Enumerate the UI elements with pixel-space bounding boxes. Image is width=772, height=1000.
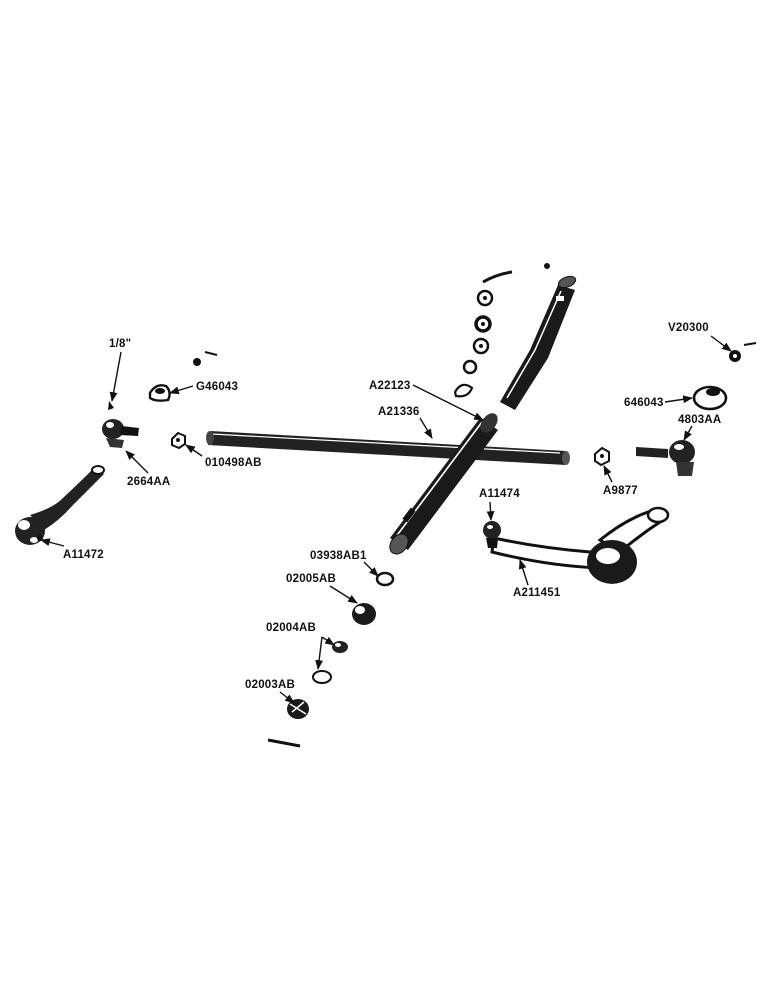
- eighth-inch-pin-part: [108, 401, 114, 410]
- ball-stud-left-part: [102, 419, 139, 448]
- leader-lines: [40, 335, 732, 704]
- label-02004ab: 02004AB: [266, 622, 316, 634]
- label-02005ab: 02005AB: [286, 573, 336, 585]
- cotter-pin-part: [482, 270, 513, 284]
- spring-02005ab-part: [352, 603, 376, 625]
- seat-02004ab-part: [312, 641, 348, 684]
- small-nut-part: [544, 263, 550, 269]
- label-a9877: A9877: [603, 485, 638, 497]
- label-g46043: G46043: [196, 381, 238, 393]
- small-cotter-part: [204, 351, 218, 356]
- steering-arm-left-part: [15, 465, 105, 545]
- label-03938ab1: 03938AB1: [310, 550, 367, 562]
- label-v20300: V20300: [668, 322, 709, 334]
- ball-stud-right-part: [636, 440, 695, 476]
- fitting-v20300-part: [729, 342, 757, 362]
- nut-010498ab-part: [171, 431, 186, 450]
- grease-cap-right-part: [692, 385, 728, 411]
- washer-03938ab1-part: [375, 571, 395, 587]
- label-02003ab: 02003AB: [245, 679, 295, 691]
- label-a22123: A22123: [369, 380, 410, 392]
- bottom-cotter-pin-part: [267, 738, 301, 748]
- steering-arm-right-part: [490, 506, 670, 586]
- label-a21336: A21336: [378, 406, 419, 418]
- label-010498ab: 010498AB: [205, 457, 262, 469]
- label-a11472: A11472: [63, 549, 104, 561]
- column-washers-part: [453, 289, 494, 398]
- grease-fitting-part: [193, 358, 201, 366]
- label-4803aa: 4803AA: [678, 414, 721, 426]
- label-2664aa: 2664AA: [127, 476, 170, 488]
- nut-a9877-part: [594, 446, 610, 467]
- label-a211451: A211451: [513, 587, 561, 599]
- plug-02003ab-part: [287, 699, 309, 719]
- steering-column-tube-part: [500, 275, 577, 410]
- grease-cap-left-part: [148, 384, 171, 402]
- ball-stud-a11474-part: [483, 521, 501, 548]
- label-a11474: A11474: [479, 488, 520, 500]
- label-eighth-inch: 1/8": [109, 338, 131, 350]
- drag-link-part: [389, 413, 498, 555]
- label-646043: 646043: [624, 397, 664, 409]
